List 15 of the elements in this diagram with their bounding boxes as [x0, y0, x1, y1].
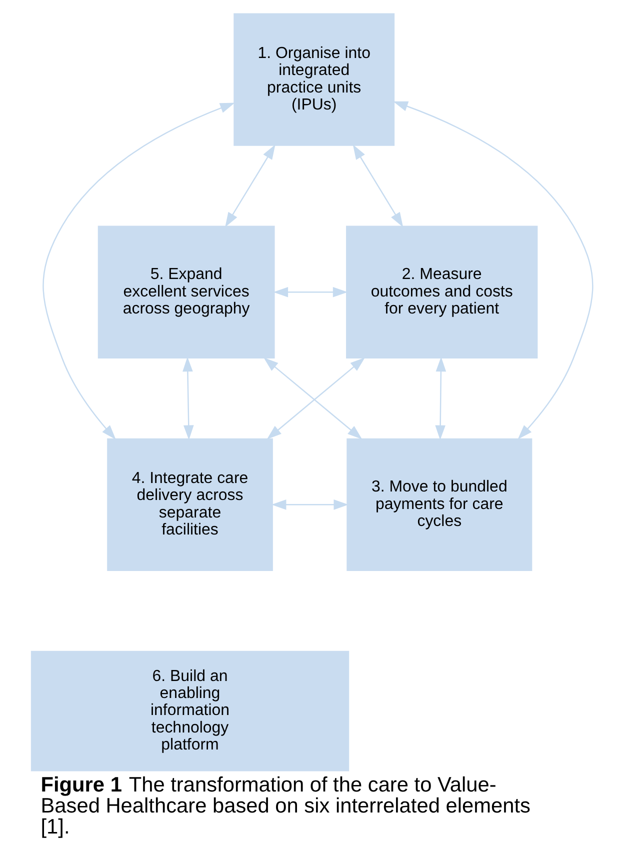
node-box: 6. Build an enabling information technology platform	[30, 650, 349, 772]
arrow	[182, 356, 194, 440]
caption: Figure 1 The transformation of the care to Value-Based Healthcare based on six interrelated elements [1].	[40, 774, 530, 838]
arrow	[352, 144, 403, 228]
node-box: 4. Integrate care delivery across separate facilities	[106, 438, 272, 571]
node-box: 2. Measure outcomes and costs for every patient	[346, 226, 538, 358]
arrow	[434, 356, 446, 440]
node-box: 5. Expand excellent services across geography	[97, 226, 274, 358]
arrow	[42, 102, 234, 440]
node-box: 3. Move to bundled payments for care cycles	[346, 438, 532, 571]
arrow	[272, 286, 348, 298]
node-box: 1. Organise into integrated practice units (IPUs)	[233, 13, 394, 146]
arrow	[224, 144, 275, 228]
arrow	[270, 500, 348, 510]
arrow	[392, 101, 593, 440]
